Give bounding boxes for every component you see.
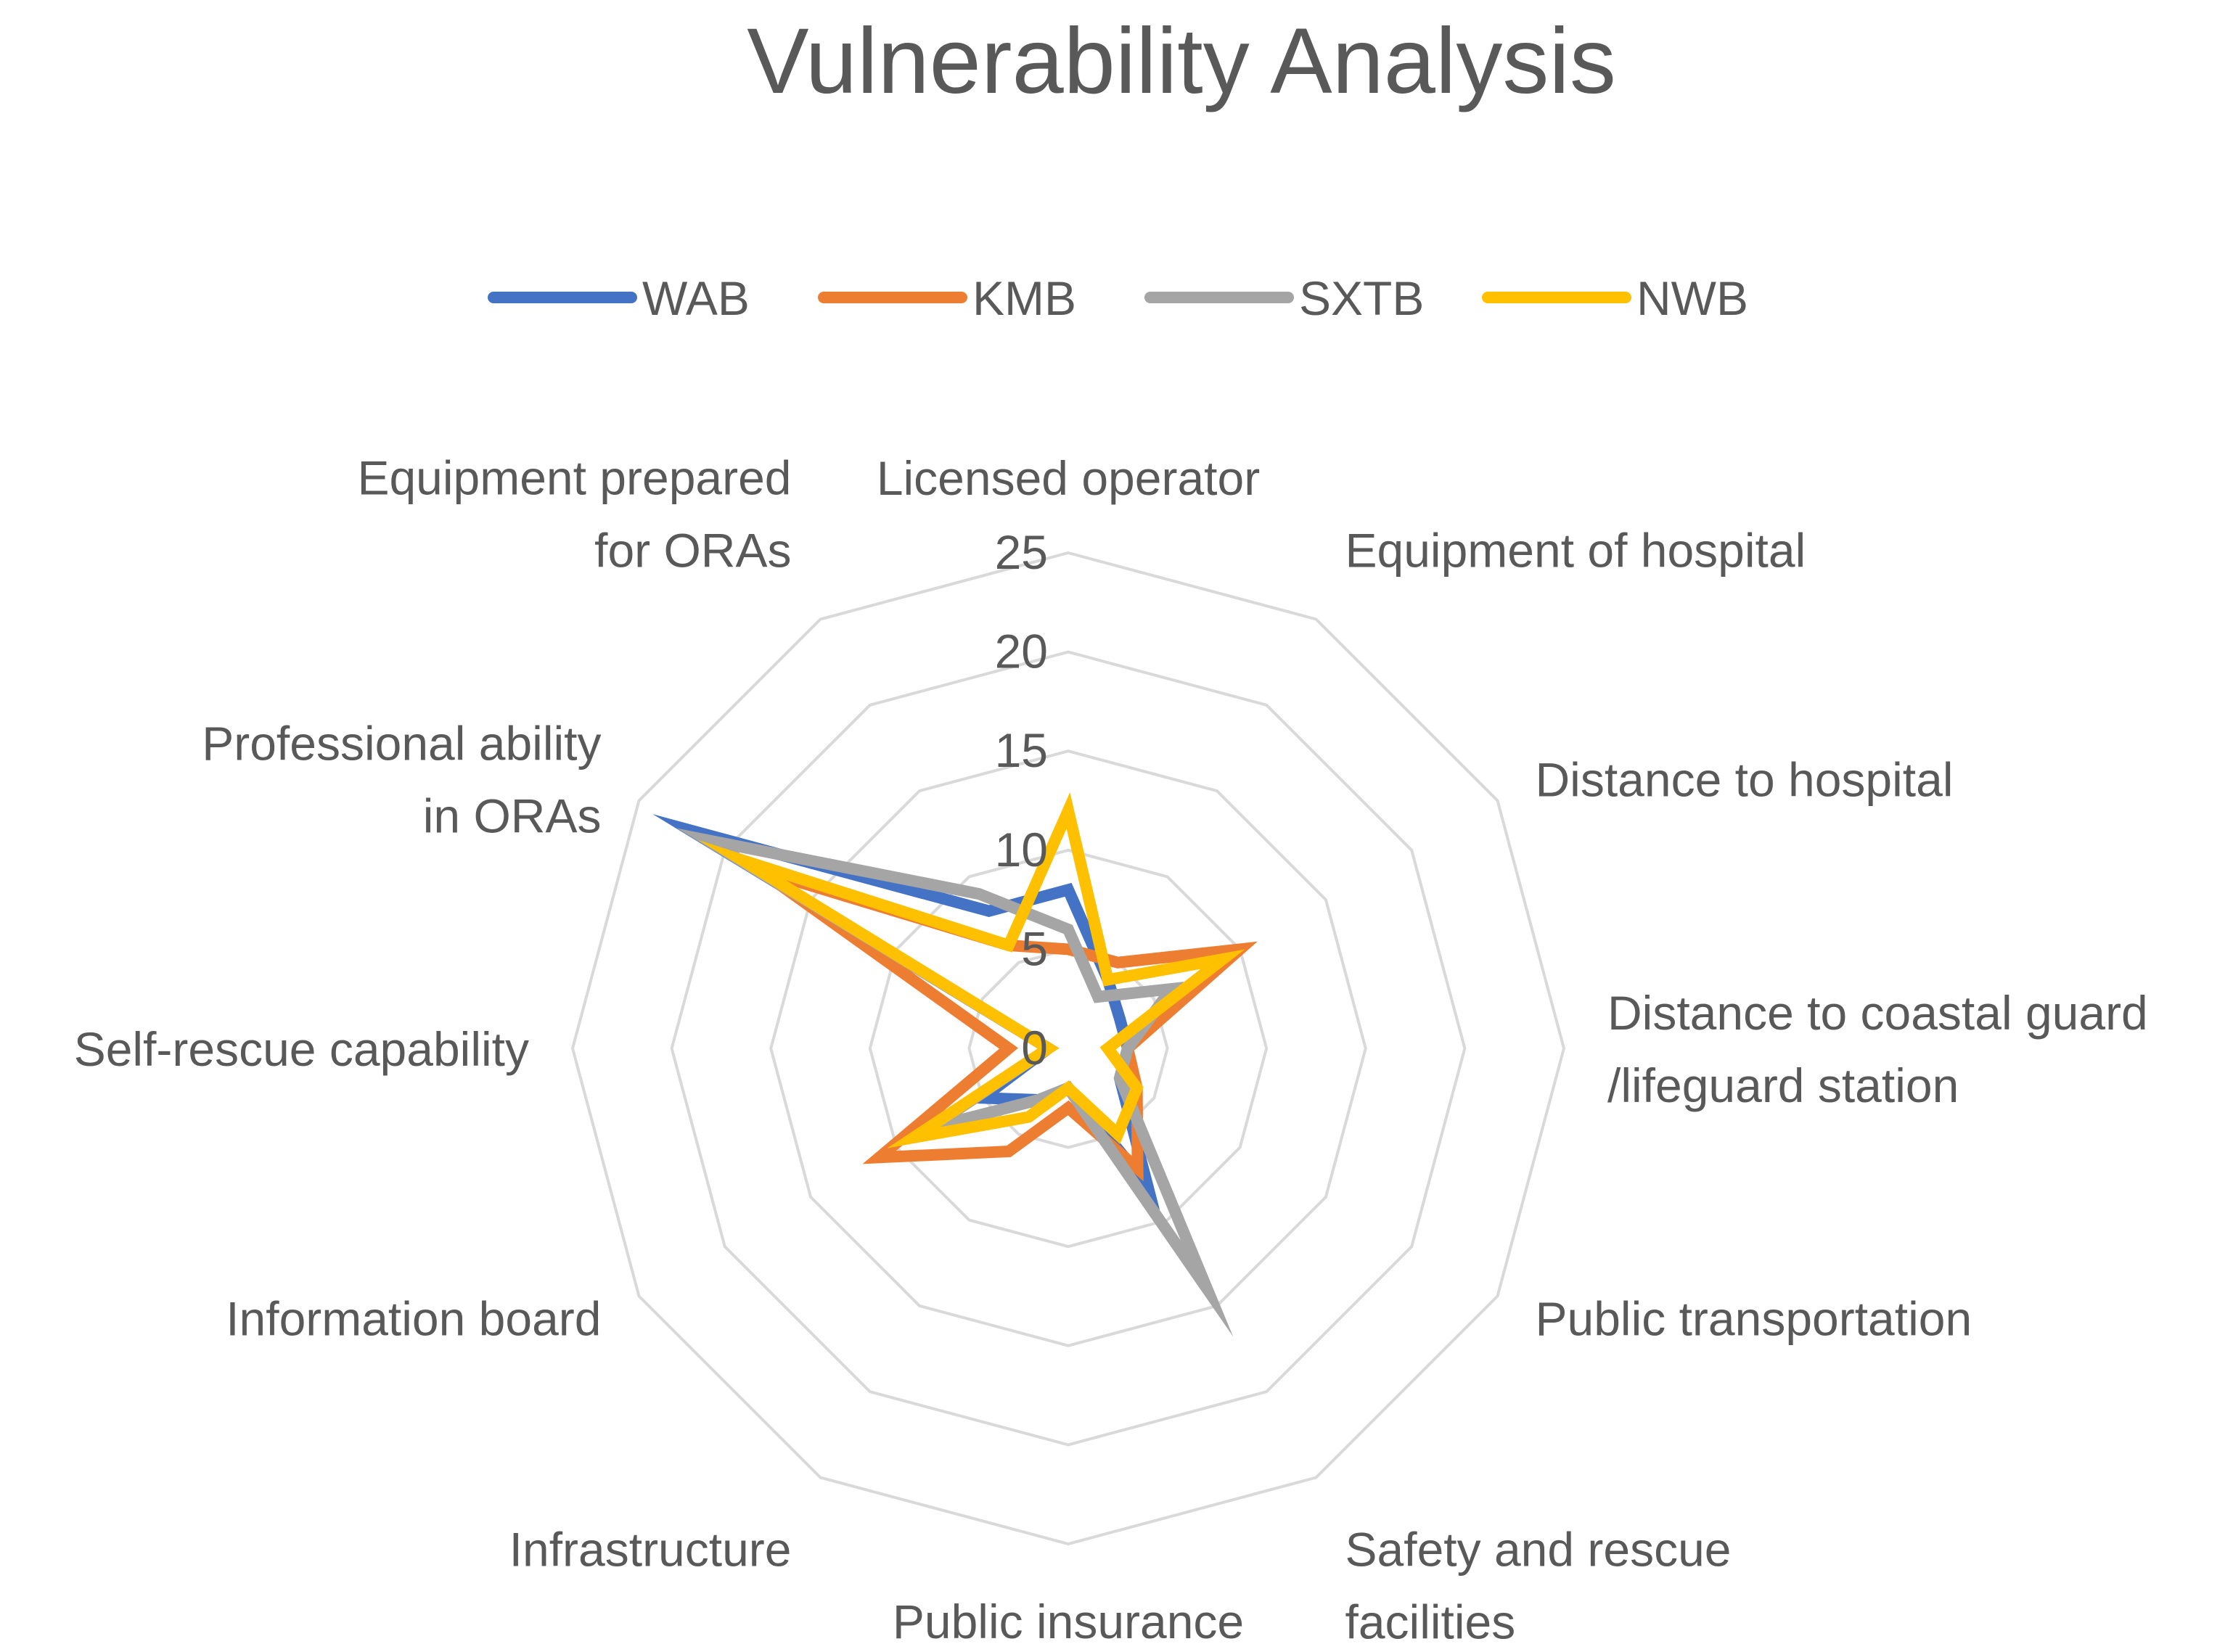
category-label-line: facilities (1345, 1595, 1516, 1649)
category-label: Safety and rescue facilities (1345, 1523, 1732, 1649)
legend-label: KMB (972, 271, 1076, 325)
category-label-line: Licensed operator (877, 451, 1260, 505)
category-label: Distance to coastal guard/lifeguard stat… (1607, 986, 2148, 1112)
category-label-line: Public transportation (1536, 1292, 1972, 1346)
legend-item-kmb: KMB (818, 271, 1076, 325)
legend-item-nwb: NWB (1482, 271, 1748, 325)
tick-label: 0 (1021, 1021, 1048, 1074)
category-label: Self-rescue capability (74, 1022, 529, 1076)
radial-tick-labels: 0 5 10 15 20 25 (995, 525, 1048, 1074)
category-label: Equipment of hospital (1345, 524, 1806, 578)
category-label-line: Information board (226, 1292, 601, 1346)
category-label-line: Public insurance (893, 1595, 1244, 1648)
grid-ring (868, 848, 1269, 1249)
category-label: Infrastructure (509, 1523, 792, 1577)
category-label: Public insurance (893, 1595, 1244, 1648)
grid-ring (967, 948, 1169, 1149)
legend-label: NWB (1636, 271, 1748, 325)
category-label-line: for ORAs (594, 524, 791, 578)
grid-ring (769, 749, 1367, 1347)
category-label: Equipment prepared for ORAs (357, 451, 791, 578)
series-line-nwb (698, 792, 1245, 1148)
category-label-line: Distance to hospital (1536, 753, 1954, 807)
tick-label: 5 (1021, 921, 1048, 975)
grid-ring (570, 551, 1566, 1546)
category-label-line: Equipment prepared (357, 451, 791, 505)
grid-ring (670, 650, 1467, 1447)
legend-item-wab: WAB (488, 271, 750, 325)
tick-label: 10 (995, 823, 1048, 876)
category-label-line: in ORAs (423, 789, 602, 843)
chart-title: Vulnerability Analysis (747, 9, 1616, 113)
tick-label: 15 (995, 723, 1048, 777)
category-label-line: /lifeguard station (1607, 1059, 1959, 1112)
series-layer (652, 792, 1258, 1337)
category-label-line: Distance to coastal guard (1607, 986, 2148, 1040)
category-label-line: Safety and rescue (1345, 1523, 1732, 1577)
category-label-line: Equipment of hospital (1345, 524, 1806, 578)
legend: WAB KMB SXTB NWB (488, 271, 1748, 325)
grid (570, 551, 1566, 1546)
category-label: Distance to hospital (1536, 753, 1954, 807)
tick-label: 25 (995, 525, 1048, 579)
category-label-line: Professional ability (202, 717, 601, 770)
legend-item-sxtb: SXTB (1144, 271, 1424, 325)
category-label: Information board (226, 1292, 601, 1346)
category-label-line: Self-rescue capability (74, 1022, 529, 1076)
category-label-line: Infrastructure (509, 1523, 792, 1577)
category-label: Licensed operator (877, 451, 1260, 505)
legend-label: SXTB (1299, 271, 1424, 325)
legend-label: WAB (642, 271, 750, 325)
category-label: Public transportation (1536, 1292, 1972, 1346)
tick-label: 20 (995, 625, 1048, 678)
category-label: Professional ability in ORAs (202, 717, 601, 843)
